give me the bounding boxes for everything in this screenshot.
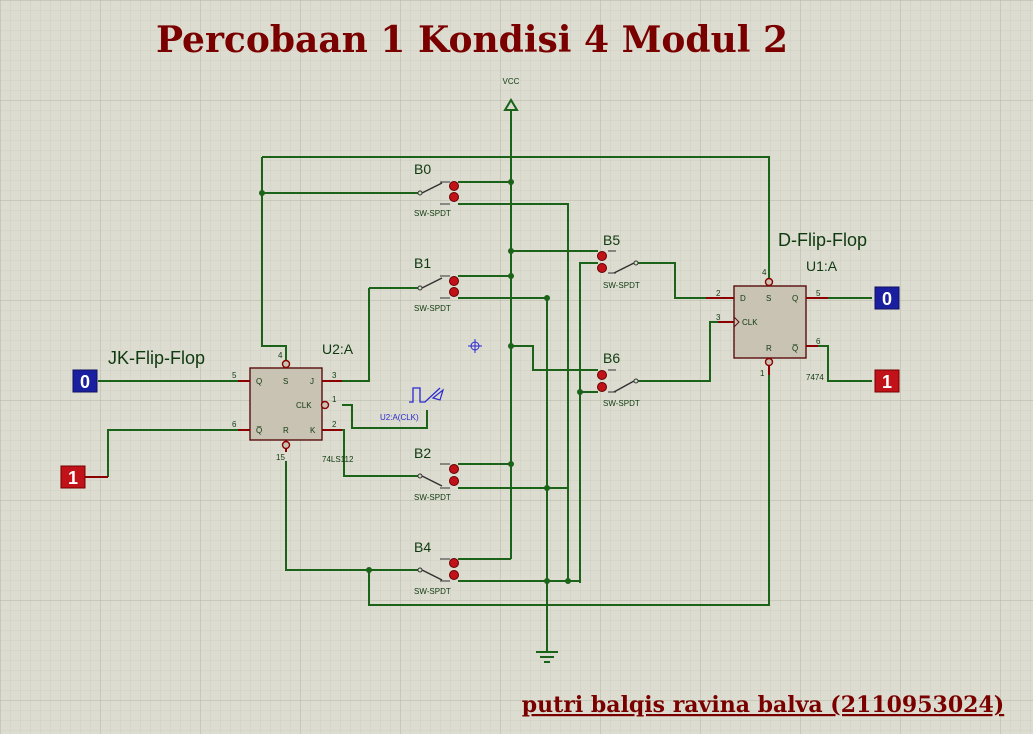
d-pin-num-d: 2 (716, 289, 721, 298)
jk-caption: JK-Flip-Flop (108, 348, 205, 368)
switch-b6[interactable]: B6 SW-SPDT (597, 350, 640, 408)
clock-pulse-icon (409, 387, 441, 403)
switch-b4-name: B4 (414, 539, 431, 555)
jk-pin-num-qbar: 6 (232, 420, 237, 429)
logic-probe-d-q-value: 0 (882, 289, 892, 309)
switch-b1-name: B1 (414, 255, 431, 271)
origin-marker-icon (468, 339, 482, 353)
d-pin-clk-label: CLK (742, 318, 758, 327)
logic-probe-d-q[interactable]: 0 (874, 286, 900, 310)
clock-generator[interactable]: U2:A(CLK) (380, 387, 445, 422)
author-credit: putri balqis ravina balva (2110953024) (522, 692, 1004, 718)
d-pin-qbar-label: Q̅ (792, 344, 798, 353)
clock-label: U2:A(CLK) (380, 413, 419, 422)
d-pin-r-label: R (766, 344, 772, 353)
switch-b2[interactable]: B2 SW-SPDT (414, 445, 459, 502)
switch-b0-name: B0 (414, 161, 431, 177)
switch-b5-name: B5 (603, 232, 620, 248)
jk-pin-num-j: 3 (332, 371, 337, 380)
switch-b6-type: SW-SPDT (603, 399, 640, 408)
switch-b2-type: SW-SPDT (414, 493, 451, 502)
logic-probe-d-qbar[interactable]: 1 (874, 369, 900, 393)
d-pin-num-q: 5 (816, 289, 821, 298)
switch-b4-type: SW-SPDT (414, 587, 451, 596)
logic-probe-jk-q[interactable]: 0 (72, 369, 98, 393)
switch-b0-type: SW-SPDT (414, 209, 451, 218)
jk-pin-num-k: 2 (332, 420, 337, 429)
jk-pin-j-label: J (310, 377, 314, 386)
switch-b4[interactable]: B4 SW-SPDT (414, 539, 459, 596)
switch-b5-type: SW-SPDT (603, 281, 640, 290)
logic-state-jk-qbar-value: 1 (68, 468, 78, 488)
switch-b1[interactable]: B1 SW-SPDT (414, 255, 459, 313)
d-pin-d-label: D (740, 294, 746, 303)
switch-b2-name: B2 (414, 445, 431, 461)
jk-pin-num-clk: 1 (332, 395, 337, 404)
d-pin-q-label: Q (792, 294, 798, 303)
d-pin-num-s: 4 (762, 268, 767, 277)
page-title: Percobaan 1 Kondisi 4 Modul 2 (156, 19, 788, 61)
jk-pin-k-label: K (310, 426, 316, 435)
junctions (259, 179, 583, 584)
d-ref: U1:A (806, 258, 838, 274)
jk-pin-q-label: Q (256, 377, 262, 386)
switch-b5[interactable]: B5 SW-SPDT (597, 232, 640, 290)
switch-b6-name: B6 (603, 350, 620, 366)
jk-ref: U2:A (322, 341, 354, 357)
jk-part: 74LS112 (322, 455, 354, 464)
jk-flip-flop[interactable]: JK-Flip-Flop U2:A 74LS112 Q S J CLK Q̅ R… (108, 341, 354, 464)
logic-state-jk-qbar[interactable]: 1 (60, 465, 108, 489)
d-pin-num-r: 1 (760, 369, 765, 378)
jk-pin-s-label: S (283, 377, 288, 386)
jk-pin-num-s: 4 (278, 351, 283, 360)
jk-pin-clk-label: CLK (296, 401, 312, 410)
logic-probe-d-qbar-value: 1 (882, 372, 892, 392)
jk-pin-num-q: 5 (232, 371, 237, 380)
switch-b1-type: SW-SPDT (414, 304, 451, 313)
d-pin-s-label: S (766, 294, 771, 303)
d-flip-flop[interactable]: D-Flip-Flop U1:A 7474 D S Q CLK R Q̅ 4 2… (706, 230, 867, 382)
ground-symbol-icon (536, 651, 558, 663)
d-pin-num-qbar: 6 (816, 337, 821, 346)
vcc-label: VCC (503, 77, 520, 86)
d-caption: D-Flip-Flop (778, 230, 867, 250)
switch-b0[interactable]: B0 SW-SPDT (414, 161, 459, 218)
jk-pin-qbar-label: Q̅ (256, 426, 262, 435)
jk-pin-num-r: 15 (276, 453, 285, 462)
d-part: 7474 (806, 373, 824, 382)
logic-probe-jk-q-value: 0 (80, 372, 90, 392)
jk-pin-r-label: R (283, 426, 289, 435)
d-pin-num-clk: 3 (716, 313, 721, 322)
clock-probe-icon (431, 388, 445, 401)
